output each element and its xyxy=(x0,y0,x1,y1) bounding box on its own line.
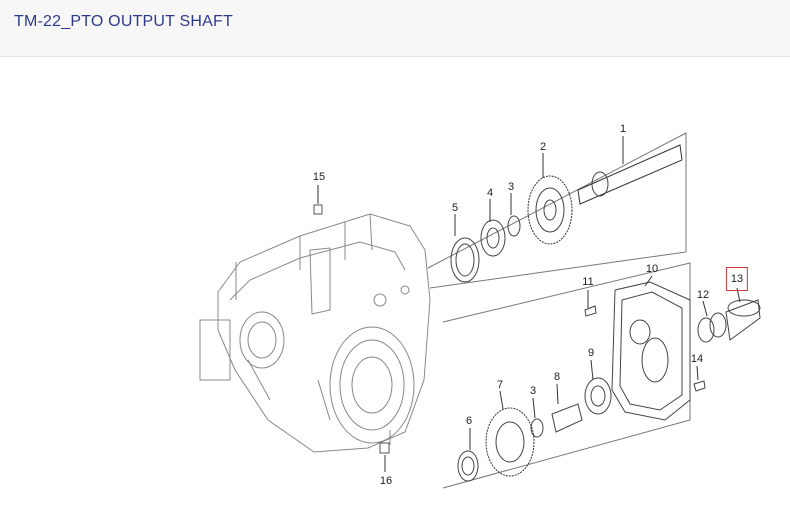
page-header: TM-22_PTO OUTPUT SHAFT xyxy=(0,0,790,57)
callout-part-4[interactable]: 4 xyxy=(486,187,494,199)
callout-part-5[interactable]: 5 xyxy=(451,202,459,214)
callout-part-2[interactable]: 2 xyxy=(539,141,547,153)
callout-part-13[interactable]: 13 xyxy=(725,267,749,291)
callout-part-8[interactable]: 8 xyxy=(553,371,561,383)
callout-part-10[interactable]: 10 xyxy=(645,263,659,275)
callout-part-3[interactable]: 3 xyxy=(507,181,515,193)
parts-diagram: 1 2 3 4 5 15 10 11 12 13 9 14 7 3 8 6 16 xyxy=(0,57,790,508)
callout-part-6[interactable]: 6 xyxy=(465,415,473,427)
callout-part-1[interactable]: 1 xyxy=(619,123,627,135)
callout-part-14[interactable]: 14 xyxy=(690,353,704,365)
callout-part-7[interactable]: 7 xyxy=(496,379,504,391)
callout-part-9[interactable]: 9 xyxy=(587,347,595,359)
callout-part-11[interactable]: 11 xyxy=(582,276,594,288)
callout-part-3-lower[interactable]: 3 xyxy=(529,385,537,397)
callout-part-15[interactable]: 15 xyxy=(312,171,326,183)
page-title: TM-22_PTO OUTPUT SHAFT xyxy=(14,13,233,30)
callout-part-16[interactable]: 16 xyxy=(379,475,393,487)
callout-part-12[interactable]: 12 xyxy=(696,289,710,301)
exploded-view-drawing xyxy=(0,57,790,508)
